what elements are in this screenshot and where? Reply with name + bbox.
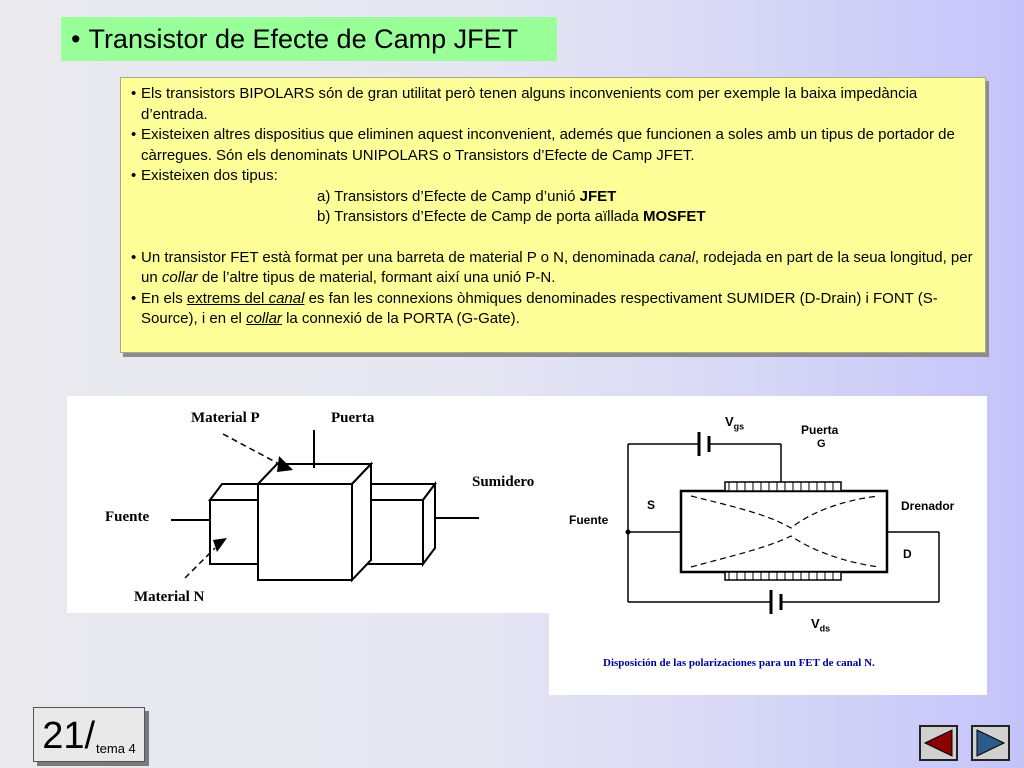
jfet-label: JFET: [579, 187, 617, 205]
extrems-term: extrems del canal: [186, 289, 305, 307]
vds-label: Vds: [811, 616, 831, 634]
s-label: S: [647, 498, 656, 512]
paragraph-connections: • En els extrems del canal es fan les co…: [131, 289, 938, 328]
paragraph-text: Existeixen altres dispositius que elimin…: [141, 126, 955, 164]
slide-title: Transistor de Efecte de Camp JFET: [88, 23, 519, 54]
bullet: •: [131, 248, 137, 266]
right-arrow-icon: [976, 729, 1006, 757]
sumidero-label: Sumidero: [472, 474, 535, 490]
figure-caption: Disposición de las polarizaciones para u…: [603, 657, 875, 669]
drenador-label: Drenador: [901, 499, 955, 513]
jfet-structure-drawing: [171, 430, 479, 583]
fet-circuit-drawing: [625, 432, 940, 614]
bullet: •: [131, 126, 137, 143]
previous-slide-button[interactable]: [919, 725, 958, 761]
option-jfet: a) Transistors d’Efecte de Camp d’unió J…: [317, 187, 617, 205]
collar-term: collar: [161, 269, 198, 286]
material-n-label: Material N: [134, 589, 205, 605]
paragraph-text: Els transistors BIPOLARS són de gran uti…: [141, 85, 918, 123]
paragraph-text: Existeixen dos tipus:: [141, 167, 278, 184]
page-number-box: 21/tema 4: [33, 707, 145, 762]
puerta-label: Puerta: [801, 423, 839, 437]
slide-title-box: • Transistor de Efecte de Camp JFET: [61, 17, 557, 61]
g-label: G: [817, 438, 826, 450]
jfet-structure-figure: Material P Puerta Sumidero Fuente Materi…: [67, 396, 551, 613]
paragraph-types: • Existeixen dos tipus:: [131, 166, 975, 187]
fet-polarization-figure: Vgs Puerta G S Fuente Drenador D Vds Dis…: [549, 396, 987, 695]
title-bullet: •: [71, 23, 81, 54]
paragraph-unipolars: • Existeixen altres dispositius que elim…: [131, 125, 975, 166]
collar-term-underlined: collar: [246, 310, 282, 327]
content-box: • Els transistors BIPOLARS són de gran u…: [120, 77, 986, 353]
fuente-label: Fuente: [569, 513, 609, 527]
next-slide-button[interactable]: [971, 725, 1010, 761]
bullet: •: [131, 85, 137, 102]
left-arrow-icon: [923, 729, 953, 757]
puerta-label: Puerta: [331, 410, 375, 426]
page-topic: tema 4: [96, 741, 136, 756]
material-p-label: Material P: [191, 410, 260, 426]
bullet: •: [131, 289, 137, 307]
d-label: D: [903, 547, 912, 561]
paragraph-fet-structure: • Un transistor FET està format per una …: [131, 248, 973, 287]
fuente-label: Fuente: [105, 509, 150, 525]
paragraph-bipolars: • Els transistors BIPOLARS són de gran u…: [131, 84, 975, 125]
canal-term: canal: [659, 248, 695, 266]
vgs-label: Vgs: [725, 414, 745, 432]
option-mosfet: b) Transistors d’Efecte de Camp de porta…: [317, 208, 706, 225]
bullet: •: [131, 167, 137, 184]
page-number: 21/: [42, 715, 96, 757]
mosfet-label: MOSFET: [643, 208, 706, 225]
